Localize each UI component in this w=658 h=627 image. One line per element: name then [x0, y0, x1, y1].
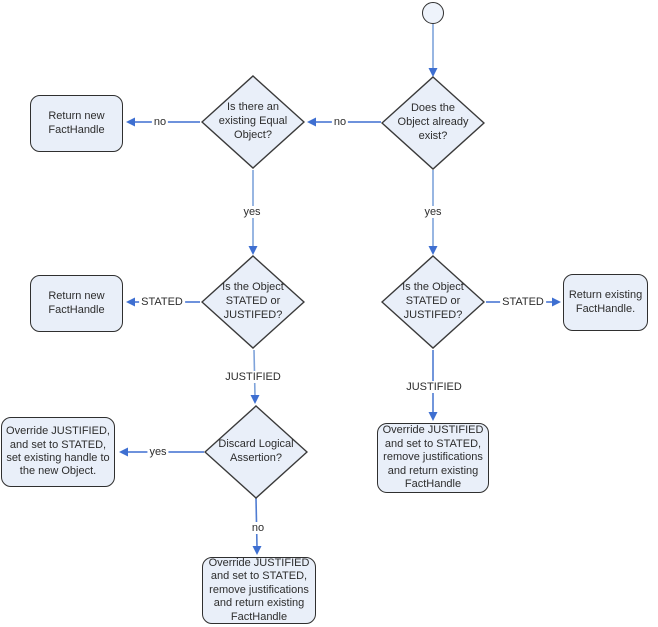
decision-stated-or-justified-left-label: Is the Object STATED or JUSTIFED?: [222, 281, 284, 321]
decision-existing-equal-object-label: Is there an existing Equal Object?: [218, 101, 288, 141]
edge-label-no-discard: no: [249, 522, 267, 534]
edge-label-no-equal: no: [151, 116, 169, 128]
arrowhead-equal-no: [126, 117, 135, 127]
node-return-new-facthandle-mid-label: Return new FactHandle: [48, 290, 105, 316]
node-return-new-facthandle-top: Return new FactHandle: [30, 95, 123, 152]
decision-discard-logical-assertion-label: Discard Logical Assertion?: [218, 438, 294, 464]
diamond-shape: [381, 255, 485, 349]
edge-label-stated-left: STATED: [139, 296, 185, 308]
node-override-return-existing-bottom: Override JUSTIFIED and set to STATED, re…: [202, 557, 316, 624]
node-override-return-existing-right-label: Override JUSTIFIED and set to STATED, re…: [382, 424, 484, 491]
arrowhead-justified-right: [428, 412, 438, 421]
arrowhead-exists-no: [307, 117, 316, 127]
arrowhead-discard-no: [252, 546, 262, 555]
decision-discard-logical-assertion: Discard Logical Assertion?: [204, 405, 308, 499]
node-return-new-facthandle-top-label: Return new FactHandle: [48, 110, 105, 136]
node-override-return-existing-bottom-label: Override JUSTIFIED and set to STATED, re…: [208, 556, 310, 623]
edge-label-stated-right: STATED: [500, 296, 546, 308]
decision-does-object-exist: Does the Object already exist?: [381, 76, 485, 170]
edge-label-yes-discard: yes: [147, 446, 169, 458]
arrowhead-stated-right: [552, 297, 561, 307]
node-override-set-existing-handle-label: Override JUSTIFIED, and set to STATED, s…: [6, 425, 110, 478]
node-return-existing-facthandle: Return existing FactHandle.: [563, 274, 648, 331]
diamond-shape: [201, 75, 305, 169]
node-override-set-existing-handle: Override JUSTIFIED, and set to STATED, s…: [1, 417, 115, 487]
edge-label-justified-left: JUSTIFIED: [223, 371, 283, 383]
decision-existing-equal-object: Is there an existing Equal Object?: [201, 75, 305, 169]
decision-stated-or-justified-right: Is the Object STATED or JUSTIFED?: [381, 255, 485, 349]
start-node: [422, 2, 444, 24]
node-return-new-facthandle-mid: Return new FactHandle: [30, 275, 123, 332]
node-override-return-existing-right: Override JUSTIFIED and set to STATED, re…: [377, 423, 489, 493]
arrowhead-equal-yes: [248, 246, 258, 255]
decision-stated-or-justified-right-label: Is the Object STATED or JUSTIFED?: [402, 281, 464, 321]
arrowhead-stated-left: [126, 297, 135, 307]
diamond-shape: [201, 255, 305, 349]
edge-label-justified-right: JUSTIFIED: [404, 381, 464, 393]
decision-does-object-exist-label: Does the Object already exist?: [397, 102, 469, 142]
decision-stated-or-justified-left: Is the Object STATED or JUSTIFED?: [201, 255, 305, 349]
diamond-shape: [381, 76, 485, 170]
edge-label-no-exists: no: [331, 116, 349, 128]
arrowhead-exists-yes: [428, 246, 438, 255]
arrowhead-start-to-exists: [428, 68, 438, 77]
arrowhead-discard-yes: [119, 447, 128, 457]
node-return-existing-facthandle-label: Return existing FactHandle.: [568, 289, 643, 315]
diamond-shape: [204, 405, 308, 499]
arrowhead-justified-left: [250, 395, 260, 404]
edge-label-yes-equal: yes: [241, 206, 263, 218]
edge-label-yes-exists: yes: [422, 206, 444, 218]
